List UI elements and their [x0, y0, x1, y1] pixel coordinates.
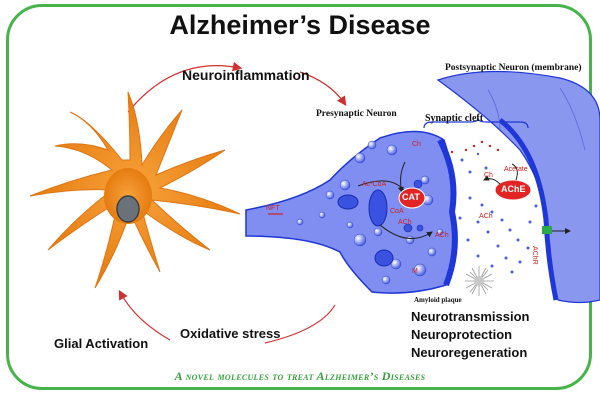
synaptic-cleft-label: Synaptic cleft: [425, 113, 484, 124]
vesicles: [296, 140, 444, 285]
ach-receptor: [542, 226, 552, 234]
cycle-label-glial-activation: Glial Activation: [54, 336, 149, 351]
benefit-neuroregeneration: Neuroregeneration: [411, 345, 528, 360]
cycle-arrow-top-right: [299, 71, 347, 106]
cycle-label-oxidative-stress: Oxidative stress: [180, 326, 281, 341]
cat-enzyme-label: CAT: [402, 192, 420, 202]
postsynaptic-neuron: [436, 70, 600, 304]
benefit-neuroprotection: Neuroprotection: [411, 327, 513, 342]
choline-left-label: Ch: [412, 141, 421, 148]
page-title: Alzheimer’s Disease: [169, 10, 431, 40]
ac-coa-label: Ac-CoA: [362, 181, 387, 188]
postsynaptic-neuron-label: Postsynaptic Neuron (membrane): [445, 63, 582, 73]
nft-label: NFT: [266, 205, 280, 212]
cycle-arrow-bottom-left: [118, 289, 171, 341]
ach-left-label: ACh: [435, 232, 449, 239]
ach-receptor-label: AChR: [531, 246, 538, 265]
mitochondrion: [368, 189, 388, 227]
acetate-label: Acetate: [504, 166, 528, 173]
benefit-neurotransmission: Neurotransmission: [411, 309, 530, 324]
cat-enzyme: [398, 187, 426, 209]
glial-nucleus: [116, 195, 140, 223]
choline-right-label: Ch: [484, 172, 493, 179]
glial-cell: [29, 91, 241, 289]
footer-tagline: A novel molecules to treat Alzheimer’s D…: [174, 369, 426, 383]
cycle-arrow-top: [127, 61, 243, 113]
ache-enzyme-label: AChE: [501, 184, 526, 194]
ach-inner-label: ACh: [398, 219, 412, 226]
neurotransmitter-dots: [458, 152, 538, 274]
presynaptic-neuron-label: Presynaptic Neuron: [316, 109, 397, 119]
m-label: M: [412, 268, 418, 275]
cycle-arrow-bottom-right: [264, 304, 336, 344]
amyloid-plaque-label: Amyloid plaque: [414, 296, 462, 304]
cycle-label-neuroinflammation: Neuroinflammation: [182, 67, 310, 83]
coa-label: CoA: [390, 208, 404, 215]
synaptic-cleft-bracket: [423, 117, 529, 129]
ach-cleft-label: ACh: [479, 213, 493, 220]
ache-enzyme: [494, 179, 532, 201]
